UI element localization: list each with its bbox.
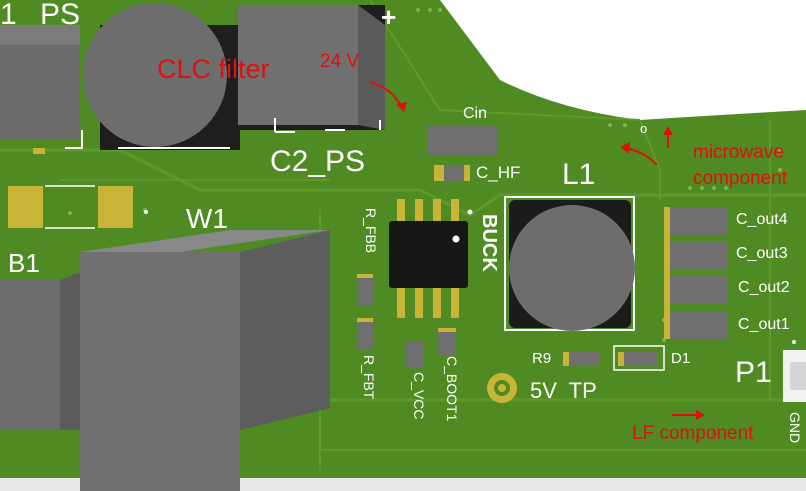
rfbt-body	[357, 322, 373, 350]
l1-top	[509, 205, 635, 331]
silk-c2-ps: C2_PS	[270, 145, 366, 178]
silk-5v-tp: 5V TP	[530, 378, 597, 403]
silk-c-out4: C_out4	[736, 211, 788, 228]
annotation-clc-filter: CLC filter	[157, 54, 270, 84]
copper-trace-diag	[639, 119, 661, 200]
silk-r-fbb: R_FBB	[363, 208, 379, 254]
ps-frame	[65, 130, 83, 149]
b1-block	[0, 280, 60, 430]
chf-pad-1	[434, 165, 444, 181]
arrow-24v-head	[396, 102, 407, 112]
b1-block-side	[60, 272, 80, 430]
b1-pad-1	[8, 186, 43, 228]
arrow-microwave-2-head	[663, 126, 673, 135]
r9-body	[569, 352, 599, 366]
buck-silk-dot	[467, 209, 473, 215]
silk-p1: P1	[735, 356, 772, 389]
d1-frame	[613, 345, 665, 371]
silk-c-hf: C_HF	[476, 163, 521, 182]
ps-block-left-top	[0, 25, 80, 45]
d1-body	[624, 352, 658, 366]
silk-w1: W1	[186, 203, 228, 234]
arrow-lf-head	[696, 410, 705, 420]
cin-body	[428, 125, 498, 155]
silk-o: o	[640, 121, 648, 136]
rfbt-pad	[357, 318, 373, 322]
buck-ic-pins	[397, 199, 459, 318]
chf-body	[444, 165, 464, 181]
silk-r9: R9	[532, 350, 552, 367]
annotation-microwave-2: component	[693, 169, 788, 189]
buck-pin1-dot	[452, 235, 460, 243]
buck-ic-body	[389, 221, 468, 288]
c2ps-side	[358, 5, 385, 130]
silk-l1: L1	[562, 158, 596, 191]
small-pad-left	[33, 148, 45, 154]
w1-side	[240, 230, 330, 430]
silk-c-vcc: C_VCC	[411, 372, 427, 420]
rfbb-pad	[357, 274, 373, 278]
w1-top	[80, 230, 330, 252]
cout-caps	[664, 207, 728, 339]
silk-c-out3: C_out3	[736, 245, 788, 262]
silk-plus: +	[381, 2, 397, 32]
cboot-body	[438, 332, 456, 356]
annotation-lf-component: LF component	[632, 423, 754, 444]
c2ps-frame	[274, 118, 381, 133]
p1-slot	[790, 362, 806, 390]
copper-trace-top	[369, 0, 641, 121]
silk-buck: BUCK	[478, 214, 500, 272]
silk-c-out2: C_out2	[738, 279, 790, 296]
silk-c-out1: C_out1	[738, 316, 790, 333]
b1-frame	[45, 185, 95, 229]
c2ps-top	[238, 5, 358, 125]
silk-r-fbt: R_FBT	[361, 355, 377, 400]
d1-pad	[618, 352, 624, 366]
chf-pad-2	[464, 165, 470, 181]
silk-ps-prefix: 1	[0, 0, 17, 31]
silk-ps: PS	[40, 0, 81, 31]
cvcc-body	[406, 342, 424, 368]
cap-top	[83, 3, 227, 147]
copper-pour-top	[0, 148, 806, 217]
silk-gnd: GND	[787, 412, 803, 444]
silk-d1: D1	[671, 350, 691, 367]
silk-b1: B1	[8, 250, 40, 272]
tp-5v-center	[498, 384, 506, 392]
b1-pad-2	[98, 186, 133, 228]
w1-front	[80, 252, 240, 491]
p1-dot	[792, 340, 796, 344]
arrow-microwave-1-head	[620, 142, 630, 154]
annotation-microwave-1: microwave	[693, 143, 784, 163]
r9-pad	[563, 352, 569, 366]
rfbb-body	[357, 278, 373, 306]
annotation-24v: 24 V	[320, 51, 360, 72]
cboot-pad	[438, 328, 456, 332]
silk-cin: Cin	[463, 105, 488, 122]
b1-dot	[144, 210, 148, 214]
silk-c-boot1: C_BOOT1	[444, 356, 460, 422]
